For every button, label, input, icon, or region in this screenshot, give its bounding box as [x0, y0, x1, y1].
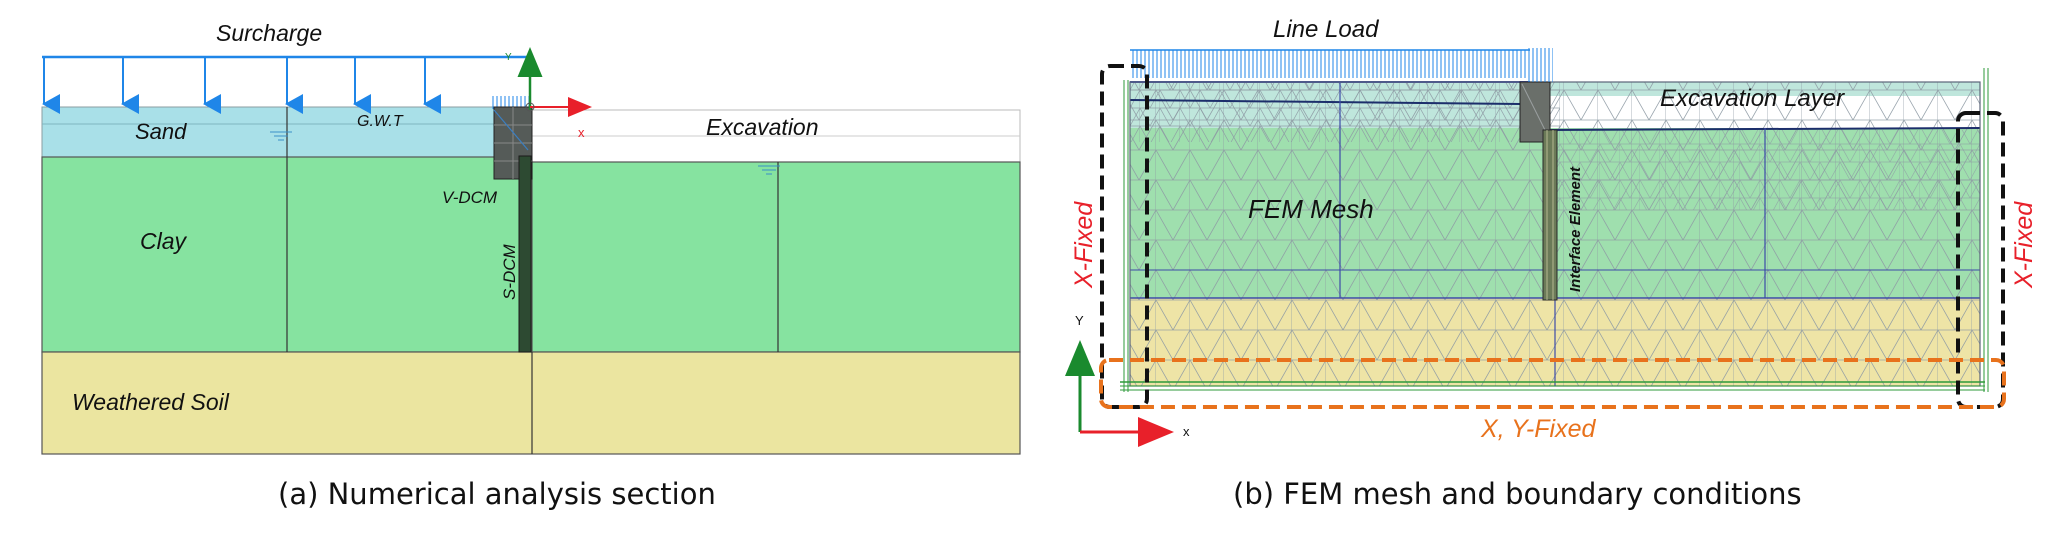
interface-element-label: Interface Element — [1567, 166, 1584, 292]
weathered-soil-label: Weathered Soil — [72, 389, 230, 415]
excavation-layer-label: Excavation Layer — [1660, 85, 1845, 112]
axis-x-label-a: x — [578, 125, 585, 140]
line-load-label: Line Load — [1273, 16, 1379, 43]
surcharge-arrows — [42, 57, 441, 114]
weathered-soil-layer — [41, 351, 1021, 455]
gwt-symbol-left — [270, 131, 292, 141]
axis-y-label-b: Y — [1075, 313, 1084, 328]
fem-mesh-label: FEM Mesh — [1248, 194, 1374, 224]
caption-b: (b) FEM mesh and boundary conditions — [1233, 477, 1802, 511]
axis-y-label-a: Y — [505, 52, 512, 63]
panel-b: Y x Line Load Excavation Layer FEM Mesh … — [1065, 16, 2038, 511]
gwt-symbol-right — [758, 165, 780, 175]
line-load-block-a — [492, 96, 530, 109]
interface-element-wall — [1542, 129, 1558, 301]
s-dcm-label: S-DCM — [500, 243, 519, 300]
gwt-label: G.W.T — [357, 113, 404, 130]
fixed-support-hatch — [1120, 381, 1985, 391]
line-load-bars — [1130, 50, 1530, 78]
caption-a: (a) Numerical analysis section — [278, 477, 716, 511]
panel-a: Y x Surcharge Sand G.W.T Excavation Clay… — [41, 20, 1021, 511]
surcharge-label: Surcharge — [216, 20, 322, 46]
clay-label: Clay — [140, 228, 188, 254]
excavation-label-a: Excavation — [706, 114, 819, 140]
axis-x-label-b: x — [1183, 424, 1190, 439]
xy-fixed-box — [1099, 358, 2006, 409]
xy-fixed-label: X, Y-Fixed — [1480, 415, 1596, 443]
x-fixed-label-right: X-Fixed — [2010, 201, 2038, 289]
x-fixed-label-left: X-Fixed — [1070, 201, 1098, 289]
sand-label: Sand — [135, 119, 187, 144]
fem-mesh-fine — [1130, 82, 1560, 142]
clay-layer-right — [531, 161, 1021, 353]
s-dcm-wall — [518, 155, 532, 353]
line-load-block-b — [1527, 48, 1553, 82]
v-dcm-label: V-DCM — [442, 188, 498, 207]
